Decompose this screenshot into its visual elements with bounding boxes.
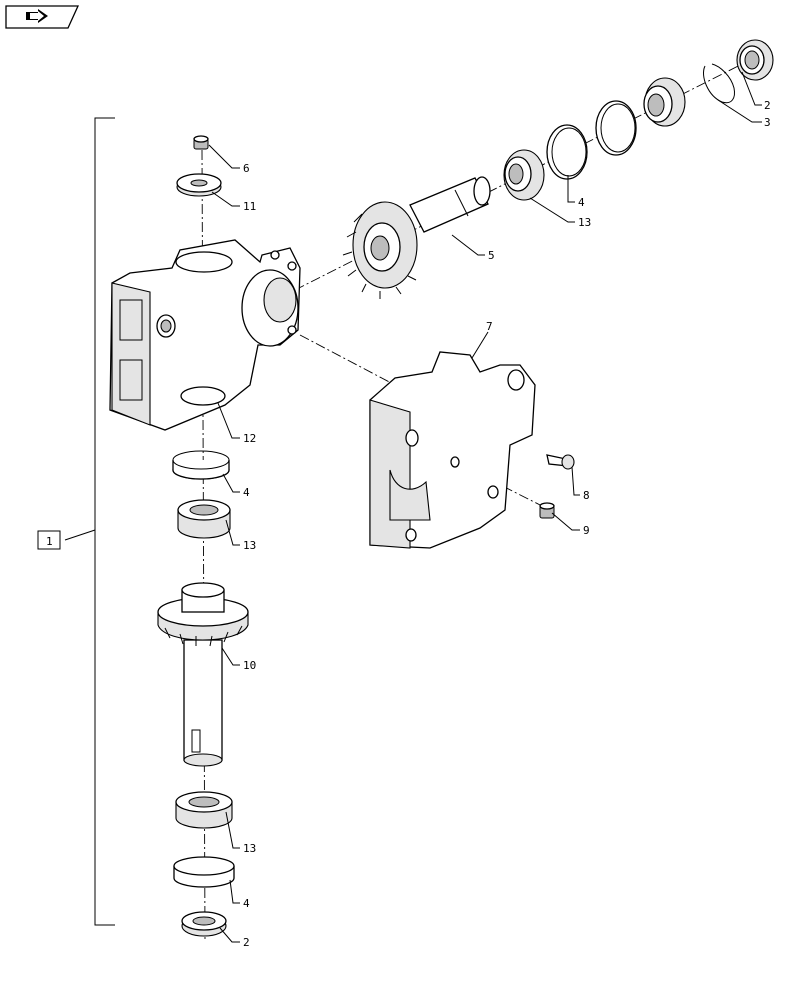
- callout-2-bottom: 2: [243, 936, 250, 949]
- cap-seal: [176, 173, 222, 197]
- set-screw: [539, 502, 555, 519]
- tapered-bearing-mid: [177, 499, 231, 539]
- callout-10: 10: [243, 659, 256, 672]
- assembly-label: 1: [46, 535, 53, 548]
- callout-13-bottom: 13: [243, 842, 256, 855]
- gearbox-housing-cover: [369, 351, 536, 549]
- seal-ring-bottom: [181, 911, 227, 937]
- tapered-bearing-upper: [643, 77, 686, 127]
- snap-ring: [703, 63, 735, 104]
- callout-8: 8: [583, 489, 590, 502]
- bolt: [546, 454, 575, 470]
- callout-4-bottom: 4: [243, 897, 250, 910]
- leader-lines: [208, 71, 762, 943]
- callout-13-top: 13: [578, 216, 591, 229]
- callout-7: 7: [486, 320, 493, 333]
- bearing-cup-upper-a: [595, 100, 637, 156]
- callout-4-top: 4: [578, 196, 585, 209]
- tapered-bearing-pinion: [503, 149, 545, 201]
- assembly-bracket: [64, 117, 115, 926]
- next-page-button[interactable]: [5, 5, 80, 29]
- assembly-label-box: 1: [37, 530, 61, 550]
- vertical-gear-shaft: [157, 582, 249, 767]
- bearing-cup-mid: [172, 450, 230, 480]
- pinion-shaft: [342, 176, 491, 299]
- bearing-cup-upper-b: [546, 124, 588, 180]
- next-page-arrow-icon: [26, 9, 48, 23]
- tapered-bearing-lower: [175, 791, 233, 829]
- callout-4-mid: 4: [243, 486, 250, 499]
- callout-12: 12: [243, 432, 256, 445]
- callout-3: 3: [764, 116, 771, 129]
- callout-5: 5: [488, 249, 495, 262]
- callout-9: 9: [583, 524, 590, 537]
- callout-2-top: 2: [764, 99, 771, 112]
- callout-13-mid: 13: [243, 539, 256, 552]
- seal-ring-top: [736, 39, 774, 81]
- callout-11: 11: [243, 200, 256, 213]
- plug-top: [193, 135, 209, 150]
- bearing-cup-lower: [173, 856, 235, 888]
- callout-6: 6: [243, 162, 250, 175]
- gearbox-housing-half: [109, 239, 301, 431]
